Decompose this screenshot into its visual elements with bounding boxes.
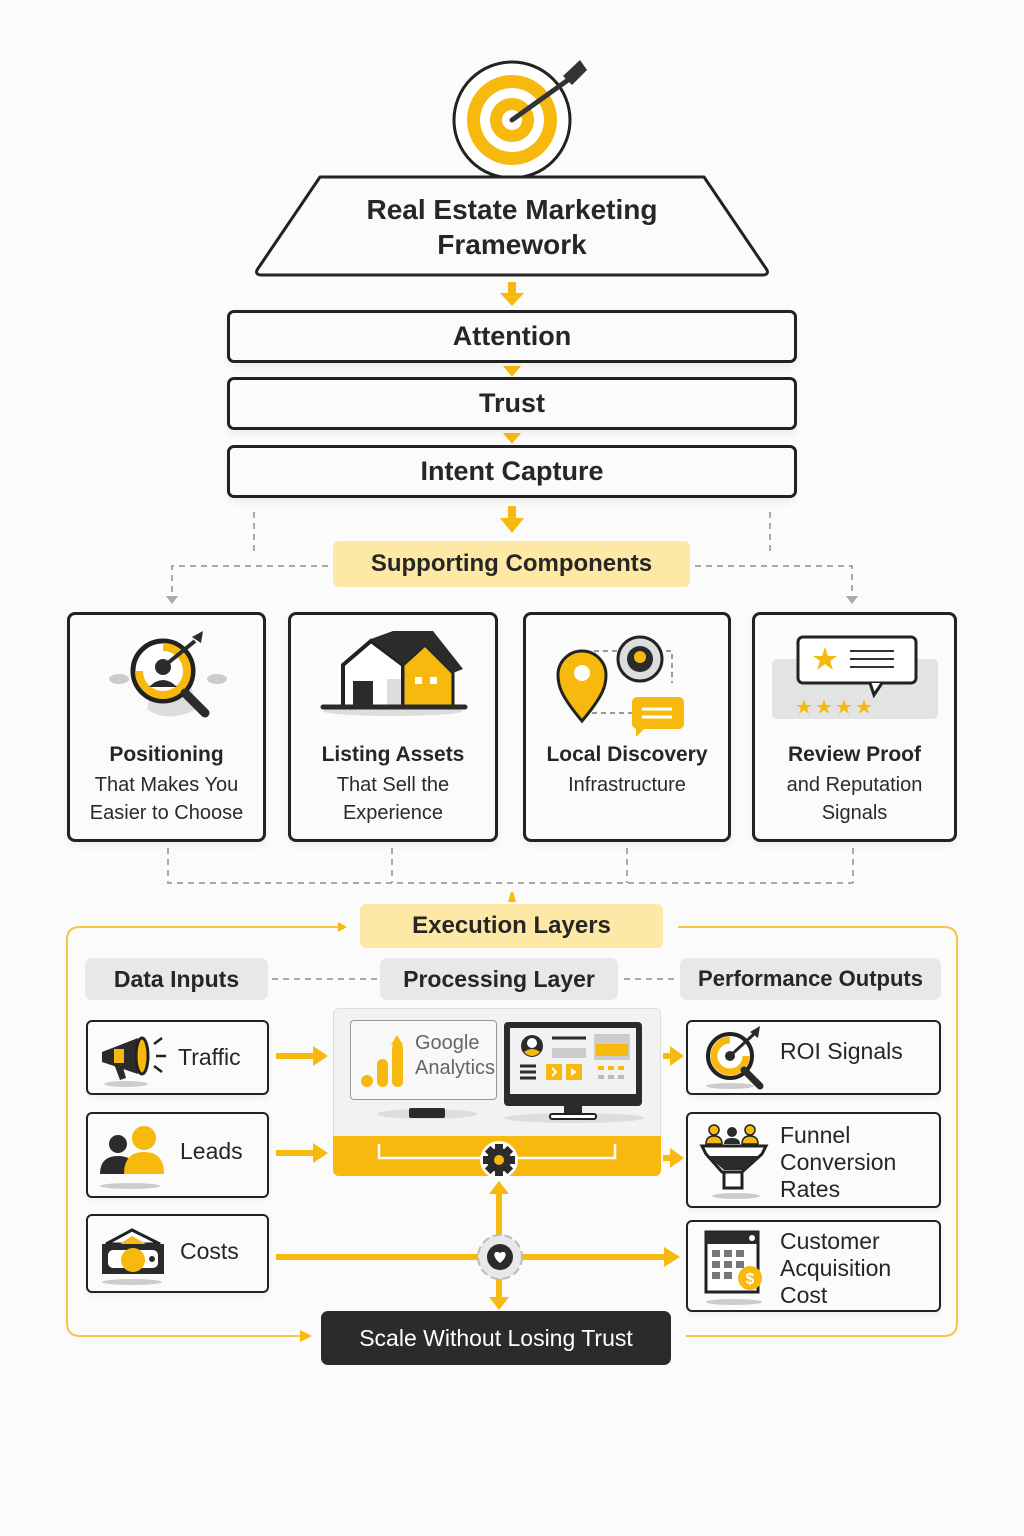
subtitle-line: and Reputation bbox=[786, 774, 923, 796]
input-label: Traffic bbox=[178, 1044, 241, 1070]
stage-label: Intent Capture bbox=[420, 456, 604, 486]
output-line: Customer bbox=[780, 1228, 880, 1254]
input-leads: Leads bbox=[86, 1112, 269, 1198]
map-pin-chat-icon bbox=[556, 635, 684, 737]
funnel-icon bbox=[699, 1124, 769, 1199]
input-traffic: Traffic bbox=[86, 1020, 269, 1095]
gear-icon bbox=[480, 1141, 518, 1179]
output-line: ROI Signals bbox=[780, 1038, 903, 1064]
users-icon bbox=[100, 1126, 164, 1189]
card-title: Local Discovery bbox=[546, 743, 708, 766]
data-inputs-header: Data Inputs bbox=[85, 958, 268, 1000]
output-customer-acquisition-cost: $ Customer Acquisition Cost bbox=[686, 1220, 941, 1312]
svg-text:$: $ bbox=[746, 1271, 755, 1288]
output-line: Acquisition bbox=[780, 1255, 892, 1281]
ga-line: Google bbox=[415, 1032, 480, 1054]
megaphone-icon bbox=[102, 1036, 166, 1087]
ga-line: Analytics bbox=[415, 1057, 496, 1079]
title-banner bbox=[255, 175, 769, 277]
output-funnel-conversion-rates: Funnel Conversion Rates bbox=[686, 1112, 941, 1208]
output-roi-signals: ROI Signals bbox=[686, 1020, 941, 1095]
processing-bar bbox=[333, 1136, 661, 1179]
card-subtitle: That Makes You Easier to Choose bbox=[76, 771, 257, 827]
stage-intent-capture: Intent Capture bbox=[227, 445, 797, 498]
input-label: Costs bbox=[180, 1238, 239, 1264]
analytics-bars-icon bbox=[361, 1035, 403, 1087]
subtitle-line: Infrastructure bbox=[568, 774, 686, 796]
target-arrow-icon bbox=[452, 60, 587, 180]
target-search-icon bbox=[706, 1026, 764, 1090]
target-search-icon bbox=[108, 631, 227, 718]
scale-without-losing-trust-box: Scale Without Losing Trust bbox=[321, 1311, 671, 1365]
stage-trust: Trust bbox=[227, 377, 797, 430]
subtitle-line: Easier to Choose bbox=[89, 802, 244, 824]
card-title: Positioning bbox=[109, 743, 224, 766]
subtitle-line: Signals bbox=[821, 802, 888, 824]
output-line: Rates bbox=[780, 1176, 841, 1202]
card-title: Listing Assets bbox=[321, 743, 465, 766]
dashboard-monitor-icon bbox=[504, 1022, 644, 1123]
card-subtitle: and Reputation Signals bbox=[761, 771, 948, 827]
stage-label: Attention bbox=[452, 321, 572, 351]
card-positioning: Positioning That Makes You Easier to Cho… bbox=[67, 612, 266, 842]
title-line-1: Real Estate Marketing bbox=[366, 194, 658, 225]
card-subtitle: That Sell the Experience bbox=[297, 771, 489, 827]
subtitle-line: That Sell the bbox=[336, 774, 450, 796]
input-costs: Costs bbox=[86, 1214, 269, 1293]
calendar-dollar-icon: $ bbox=[704, 1230, 762, 1305]
card-subtitle: Infrastructure bbox=[532, 771, 722, 799]
output-label: ROI Signals bbox=[780, 1038, 903, 1065]
card-local-discovery: Local Discovery Infrastructure bbox=[523, 612, 731, 842]
output-line: Conversion bbox=[780, 1149, 897, 1175]
output-label: Funnel Conversion Rates bbox=[780, 1122, 896, 1203]
output-line: Funnel bbox=[780, 1122, 851, 1148]
input-label: Leads bbox=[180, 1138, 243, 1164]
stage-label: Trust bbox=[478, 388, 545, 418]
output-line: Cost bbox=[780, 1282, 828, 1308]
subtitle-line: Experience bbox=[342, 802, 444, 824]
card-title: Review Proof bbox=[787, 743, 922, 766]
output-label: Customer Acquisition Cost bbox=[780, 1228, 891, 1309]
google-analytics-card bbox=[350, 1020, 497, 1100]
subtitle-line: That Makes You bbox=[94, 774, 239, 796]
stage-attention: Attention bbox=[227, 310, 797, 363]
supporting-components-label: Supporting Components bbox=[333, 541, 690, 587]
execution-layers-label: Execution Layers bbox=[360, 904, 663, 948]
google-analytics-label: Google Analytics bbox=[415, 1031, 495, 1081]
card-listing-assets: Listing Assets That Sell the Experience bbox=[288, 612, 498, 842]
performance-outputs-header: Performance Outputs bbox=[680, 958, 941, 1000]
page-title: Real Estate Marketing Framework bbox=[252, 192, 772, 262]
heart-gear-icon bbox=[477, 1234, 523, 1280]
house-icon bbox=[320, 631, 468, 716]
monitor-stand-icon bbox=[377, 1108, 477, 1119]
star-review-icon bbox=[771, 635, 938, 719]
title-line-2: Framework bbox=[437, 229, 587, 260]
processing-layer-header: Processing Layer bbox=[380, 958, 618, 1000]
bracket-gear-icon bbox=[377, 1141, 617, 1179]
money-icon bbox=[102, 1228, 164, 1285]
card-review-proof: Review Proof and Reputation Signals bbox=[752, 612, 957, 842]
